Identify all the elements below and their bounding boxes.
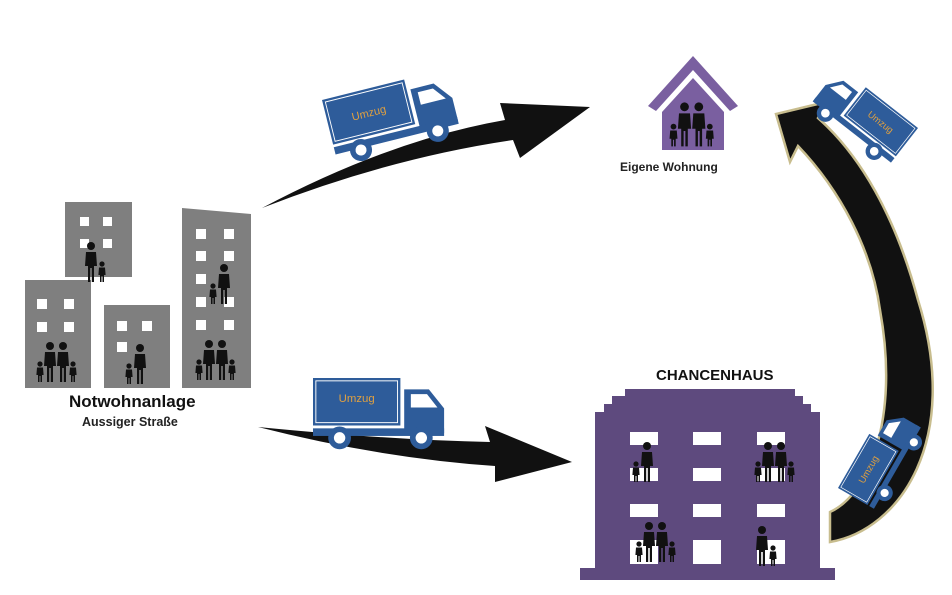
truck-bottom-left: Umzug — [312, 377, 445, 450]
eigene-wohnung-label: Eigene Wohnung — [620, 160, 718, 174]
truck-label: Umzug — [339, 393, 375, 405]
eigene-wohnung-house — [648, 56, 738, 150]
truck-bottom-right: Umzug — [837, 406, 930, 514]
truck-top-left: Umzug — [321, 68, 463, 168]
aussiger-strasse-label: Aussiger Straße — [82, 415, 178, 429]
notwohnanlage-buildings — [25, 202, 251, 388]
arrow-to-eigene-wohnung — [262, 103, 590, 208]
truck-top-right: Umzug — [806, 66, 919, 171]
notwohnanlage-label: Notwohnanlage — [69, 392, 196, 411]
chancenhaus-label: CHANCENHAUS — [656, 367, 774, 384]
chancenhaus-building — [580, 389, 835, 580]
